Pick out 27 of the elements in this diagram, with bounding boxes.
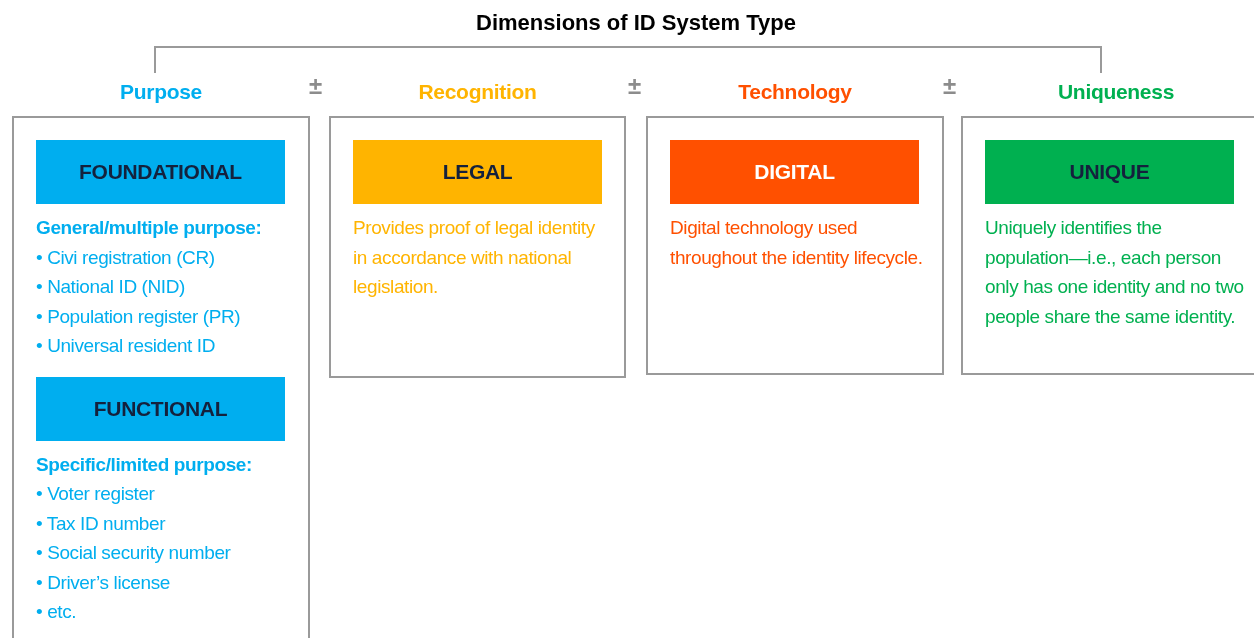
plus-minus-sign: ± xyxy=(628,72,642,100)
column-heading: Purpose xyxy=(120,80,202,104)
list-heading: Specific/limited purpose: xyxy=(36,452,253,477)
category-bar: UNIQUE xyxy=(985,140,1234,204)
plus-minus-sign: ± xyxy=(309,72,323,100)
list-item: • National ID (NID) xyxy=(36,275,186,299)
list-heading: General/multiple purpose: xyxy=(36,216,263,240)
list-item: • etc. xyxy=(36,600,78,624)
category-bar: LEGAL xyxy=(353,140,602,204)
description-text: Digital technology used throughout the identity lifecycle. xyxy=(670,216,924,270)
list-item: • Tax ID number xyxy=(36,511,167,536)
diagram-title: Dimensions of ID System Type xyxy=(476,10,796,36)
plus-minus-sign: ± xyxy=(943,72,957,100)
category-bar: FOUNDATIONAL xyxy=(36,140,285,204)
list-item: • Universal resident ID xyxy=(36,334,217,358)
category-bar: DIGITAL xyxy=(670,140,919,204)
column-heading: Recognition xyxy=(418,80,537,104)
list-item: • Driver’s license xyxy=(36,570,171,595)
list-item: • Population register (PR) xyxy=(36,304,242,329)
column-heading: Uniqueness xyxy=(1058,80,1174,104)
description-text: Uniquely identifies the population—i.e., each person only has one identity and no two people share the same identity. xyxy=(985,216,1245,329)
description-text: Provides proof of legal identity in accordance with national legislation. xyxy=(353,216,596,299)
column-heading: Technology xyxy=(738,80,852,104)
list-item: • Voter register xyxy=(36,482,156,506)
list-item: • Social security number xyxy=(36,541,232,565)
list-item: • Civi registration (CR) xyxy=(36,245,216,270)
category-bar: FUNCTIONAL xyxy=(36,376,285,441)
